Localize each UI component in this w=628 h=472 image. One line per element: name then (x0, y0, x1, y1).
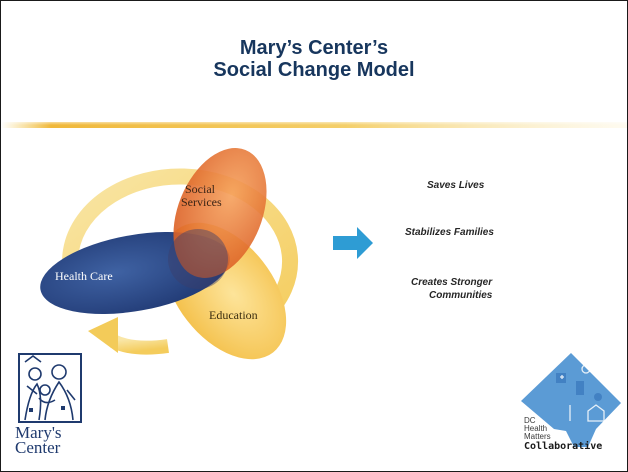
social-services-line2: Services (181, 195, 222, 209)
dc-logo-small-text: DC Health Matters (524, 417, 551, 441)
social-services-label: Social Services (181, 182, 222, 209)
social-services-ellipse (173, 148, 267, 278)
outcome-line1: Creates Stronger (411, 277, 493, 288)
dc-logo-collaborative: Collaborative (524, 441, 603, 452)
dc-line3: Matters (524, 432, 551, 441)
marys-center-line2: Center (15, 438, 61, 457)
marys-center-wordmark: Mary's Center (15, 423, 85, 457)
cycle-arrowhead (88, 317, 118, 353)
education-label: Education (209, 308, 258, 322)
outcome-stronger-communities: Creates Stronger Communities (411, 276, 531, 302)
social-services-line1: Social (185, 182, 216, 196)
outcome-stabilizes-families: Stabilizes Families (405, 227, 494, 238)
marys-center-logo (18, 353, 82, 423)
title-divider (1, 122, 627, 128)
dc-line2: Health (524, 424, 548, 433)
right-arrow-icon (333, 227, 373, 259)
social-change-diagram: Social Services Health Care Education (40, 148, 298, 360)
marys-center-line1: Mary's (15, 423, 62, 442)
title-line-2: Social Change Model (213, 59, 415, 81)
dc-health-matters-logo (521, 353, 621, 447)
outcome-saves-lives: Saves Lives (427, 180, 485, 191)
health-care-label: Health Care (55, 269, 113, 283)
slide-title: Mary’s Center’s Social Change Model (1, 37, 627, 81)
title-line-1: Mary’s Center’s (239, 37, 389, 59)
overlap-center (168, 229, 228, 289)
outcome-line2: Communities (429, 290, 493, 301)
dc-line1: DC (524, 416, 536, 425)
